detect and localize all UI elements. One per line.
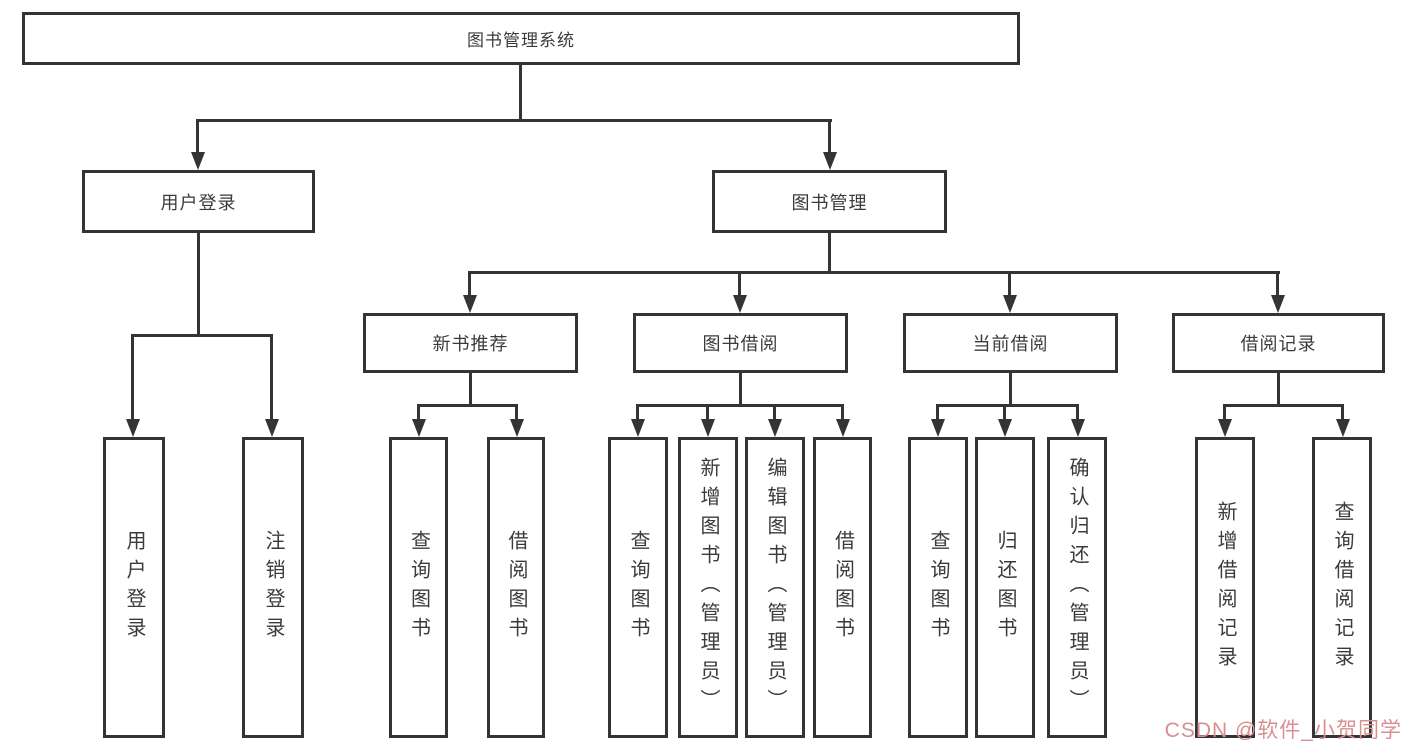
node-label: 归还图书 — [994, 529, 1016, 646]
connector-line — [1276, 271, 1279, 298]
connector-line — [828, 119, 831, 156]
arrow-down-icon — [265, 419, 279, 437]
node-label: 借阅图书 — [505, 529, 527, 646]
node-borrow-books-recommend: 借阅图书 — [487, 437, 545, 738]
connector-line — [841, 404, 844, 423]
connector-line — [1009, 372, 1012, 407]
node-query-books-recommend: 查询图书 — [389, 437, 448, 738]
node-book-borrowing: 图书借阅 — [633, 313, 848, 373]
node-return-books: 归还图书 — [975, 437, 1035, 738]
arrow-down-icon — [823, 152, 837, 170]
arrow-down-icon — [931, 419, 945, 437]
node-label: 查询图书 — [407, 529, 430, 646]
node-query-borrow-record: 查询借阅记录 — [1312, 437, 1372, 738]
node-add-borrow-record: 新增借阅记录 — [1195, 437, 1255, 738]
connector-line — [1341, 404, 1344, 423]
node-query-books-current: 查询图书 — [908, 437, 968, 738]
node-add-books-admin: 新增图书（管理员） — [678, 437, 738, 738]
arrow-down-icon — [1218, 419, 1232, 437]
node-borrow-books-borrowing: 借阅图书 — [813, 437, 872, 738]
node-label: 确认归还（管理员） — [1066, 457, 1088, 718]
connector-line — [1008, 271, 1011, 298]
connector-line — [131, 334, 273, 337]
arrow-down-icon — [631, 419, 645, 437]
arrow-down-icon — [1071, 419, 1085, 437]
node-current-borrowing: 当前借阅 — [903, 313, 1118, 373]
connector-line — [515, 404, 518, 423]
connector-line — [270, 334, 273, 422]
arrow-down-icon — [768, 419, 782, 437]
connector-line — [1076, 404, 1079, 423]
arrow-down-icon — [463, 295, 477, 313]
node-label: 借阅图书 — [831, 529, 854, 646]
node-label: 用户登录 — [160, 192, 237, 213]
node-query-books-borrowing: 查询图书 — [608, 437, 668, 738]
arrow-down-icon — [510, 419, 524, 437]
node-label: 借阅记录 — [1240, 334, 1317, 354]
node-label: 当前借阅 — [972, 334, 1049, 354]
node-label: 用户登录 — [123, 529, 145, 646]
connector-line — [468, 271, 471, 298]
node-label: 图书借阅 — [702, 334, 779, 354]
node-label: 查询图书 — [627, 529, 649, 646]
arrow-down-icon — [1336, 419, 1350, 437]
connector-line — [197, 232, 200, 337]
connector-line — [1277, 372, 1280, 407]
node-logout: 注销登录 — [242, 437, 304, 738]
node-edit-books-admin: 编辑图书（管理员） — [745, 437, 805, 738]
node-confirm-return-admin: 确认归还（管理员） — [1047, 437, 1107, 738]
connector-line — [1223, 404, 1226, 423]
arrow-down-icon — [126, 419, 140, 437]
connector-line — [417, 404, 420, 423]
connector-line — [196, 119, 199, 156]
connector-line — [636, 404, 639, 423]
connector-line — [519, 64, 522, 122]
node-label: 查询图书 — [927, 529, 949, 646]
node-library-management-system: 图书管理系统 — [22, 12, 1020, 65]
arrow-down-icon — [191, 152, 205, 170]
connector-line — [739, 372, 742, 407]
connector-line — [936, 404, 1079, 407]
node-label: 新增图书（管理员） — [697, 457, 719, 718]
node-borrowing-records: 借阅记录 — [1172, 313, 1385, 373]
node-label: 编辑图书（管理员） — [764, 457, 786, 718]
connector-line — [773, 404, 776, 423]
connector-line — [1223, 404, 1344, 407]
node-user-login-leaf: 用户登录 — [103, 437, 165, 738]
connector-line — [469, 372, 472, 407]
connector-line — [468, 271, 1280, 274]
node-book-management: 图书管理 — [712, 170, 947, 233]
arrow-down-icon — [701, 419, 715, 437]
connector-line — [738, 271, 741, 298]
node-label: 查询借阅记录 — [1331, 500, 1353, 675]
arrow-down-icon — [1003, 295, 1017, 313]
node-label: 图书管理 — [791, 192, 868, 213]
arrow-down-icon — [733, 295, 747, 313]
arrow-down-icon — [412, 419, 426, 437]
connector-line — [936, 404, 939, 423]
arrow-down-icon — [836, 419, 850, 437]
connector-line — [196, 119, 832, 122]
arrow-down-icon — [1271, 295, 1285, 313]
connector-line — [706, 404, 709, 423]
node-new-book-recommend: 新书推荐 — [363, 313, 578, 373]
connector-line — [1003, 404, 1006, 423]
connector-line — [131, 334, 134, 422]
connector-line — [828, 232, 831, 274]
node-label: 注销登录 — [262, 529, 284, 646]
node-label: 图书管理系统 — [467, 31, 575, 50]
node-label: 新增借阅记录 — [1214, 500, 1236, 675]
node-user-login: 用户登录 — [82, 170, 315, 233]
arrow-down-icon — [998, 419, 1012, 437]
node-label: 新书推荐 — [432, 334, 509, 354]
csdn-watermark: CSDN @软件_小贺同学 — [1164, 719, 1402, 742]
connector-line — [636, 404, 844, 407]
connector-line — [417, 404, 518, 407]
